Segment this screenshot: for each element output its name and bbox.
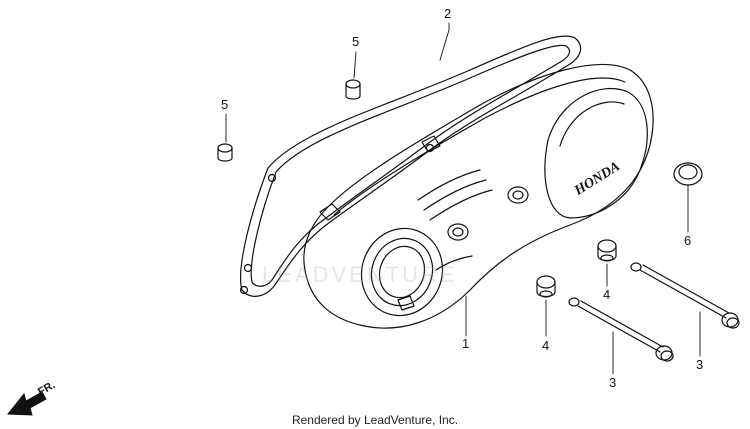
callout-grommet-lower: 4 (542, 338, 550, 353)
cap-plug (673, 162, 703, 186)
callout-gasket: 2 (444, 6, 452, 21)
credit-text: Rendered by LeadVenture, Inc. (291, 413, 459, 427)
watermark-text: LEADVENTURE (262, 262, 458, 287)
callout-bolt-lower: 3 (609, 375, 617, 390)
flange-bolt-upper (630, 262, 740, 329)
leader-dowel-upper (353, 51, 357, 79)
dowel-pin-upper (345, 79, 361, 100)
left-crankcase-cover (303, 63, 654, 329)
callout-dowel-left: 5 (221, 97, 229, 112)
callout-dowel-upper: 5 (352, 34, 360, 49)
leader-gasket (439, 22, 450, 61)
front-arrow-icon (6, 391, 47, 416)
flange-bolt-lower (568, 297, 674, 362)
callout-grommet-upper: 4 (603, 287, 611, 302)
callout-plug: 6 (684, 233, 692, 248)
grommet-lower (536, 275, 556, 298)
gasket (239, 35, 582, 297)
callout-bolt-upper: 3 (696, 357, 704, 372)
leader-lines (225, 22, 701, 375)
dowel-pin-left (217, 143, 233, 162)
grommet-upper (597, 239, 617, 262)
callout-cover: 1 (462, 336, 470, 351)
